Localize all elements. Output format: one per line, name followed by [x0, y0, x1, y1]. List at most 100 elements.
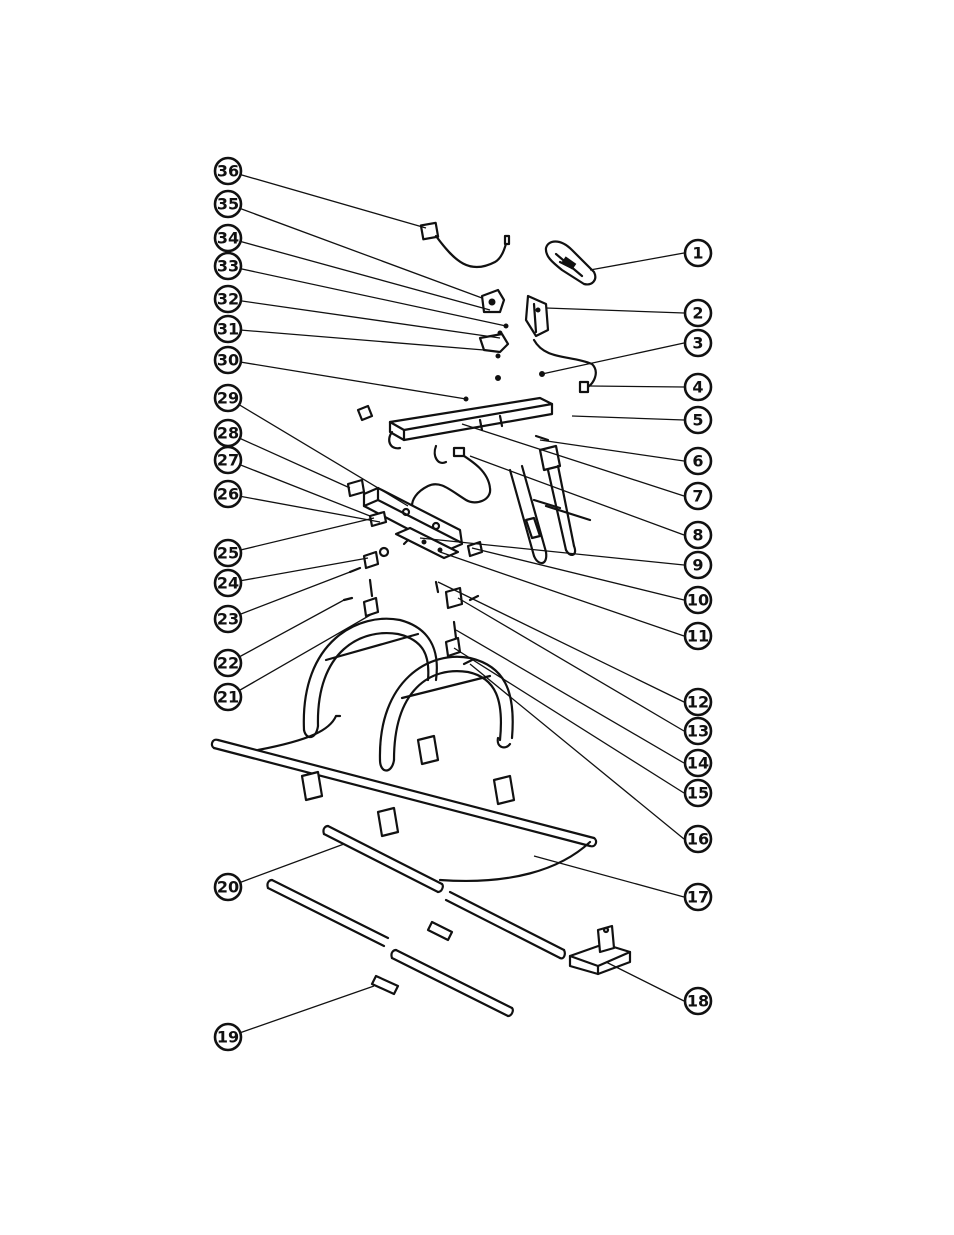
callout-label: 24: [217, 574, 239, 593]
callout-18: 18: [685, 988, 711, 1014]
leader-19: [228, 986, 374, 1037]
leader-29: [228, 398, 408, 506]
callout-label: 8: [692, 526, 703, 545]
curved-arches: [304, 619, 513, 771]
callout-11: 11: [685, 623, 711, 649]
leader-6: [540, 440, 684, 461]
callout-30: 30: [215, 347, 241, 373]
leader-8: [470, 456, 684, 535]
callout-35: 35: [215, 191, 241, 217]
display-console: [546, 242, 595, 285]
callout-label: 29: [217, 389, 239, 408]
leader-15: [454, 648, 684, 793]
leader-14: [456, 630, 684, 763]
callout-label: 5: [692, 411, 703, 430]
crossbar-clip: [358, 406, 372, 420]
callout-33: 33: [215, 253, 241, 279]
leader-3: [542, 343, 684, 374]
callout-10: 10: [685, 587, 711, 613]
leader-26: [228, 494, 380, 522]
callout-12: 12: [685, 689, 711, 715]
callout-22: 22: [215, 650, 241, 676]
power-adapter: [421, 223, 509, 267]
callout-label: 33: [217, 257, 239, 276]
callout-3: 3: [685, 330, 711, 356]
leader-18: [606, 962, 684, 1001]
callout-label: 2: [692, 304, 703, 323]
parts: [212, 223, 630, 1016]
leader-22: [228, 600, 344, 663]
frame-tubes: [267, 826, 564, 1016]
callout-label: 17: [687, 888, 709, 907]
callout-label: 26: [217, 485, 239, 504]
console-mount: [526, 296, 548, 336]
leader-33: [228, 266, 506, 326]
seat-fabric: [212, 716, 596, 881]
callout-21: 21: [215, 684, 241, 710]
callout-label: 18: [687, 992, 709, 1011]
leader-30: [228, 360, 466, 399]
callout-36: 36: [215, 158, 241, 184]
leader-31: [228, 329, 484, 350]
callout-label: 30: [217, 351, 239, 370]
callout-label: 31: [217, 320, 239, 339]
callout-label: 6: [692, 452, 703, 471]
callout-label: 9: [692, 556, 703, 575]
callout-6: 6: [685, 448, 711, 474]
callout-label: 19: [217, 1028, 239, 1047]
leader-35: [228, 204, 482, 298]
leader-17: [534, 856, 684, 897]
small-screws: [464, 324, 545, 401]
leader-25: [228, 518, 374, 553]
leader-16: [470, 664, 684, 839]
callout-13: 13: [685, 718, 711, 744]
callout-5: 5: [685, 407, 711, 433]
leader-11: [440, 552, 684, 636]
callout-label: 1: [692, 244, 703, 263]
leader-20: [228, 844, 344, 887]
sensor-cable: [534, 340, 596, 392]
callout-label: 20: [217, 878, 239, 897]
callout-23: 23: [215, 606, 241, 632]
callout-label: 27: [217, 451, 239, 470]
callout-label: 16: [687, 830, 709, 849]
tension-cable: [412, 448, 490, 506]
callout-label: 34: [217, 229, 239, 248]
leader-36: [228, 171, 426, 228]
callout-32: 32: [215, 286, 241, 312]
callout-27: 27: [215, 447, 241, 473]
callout-label: 10: [687, 591, 709, 610]
callout-20: 20: [215, 874, 241, 900]
callout-label: 3: [692, 334, 703, 353]
leader-23: [228, 572, 350, 619]
callout-label: 23: [217, 610, 239, 629]
leader-1: [590, 253, 684, 270]
leader-4: [590, 386, 684, 387]
callout-1: 1: [685, 240, 711, 266]
leader-21: [228, 614, 372, 697]
leader-9: [420, 538, 684, 565]
callout-9: 9: [685, 552, 711, 578]
callout-label: 12: [687, 693, 709, 712]
callout-label: 4: [692, 378, 703, 397]
callout-label: 32: [217, 290, 239, 309]
callout-label: 22: [217, 654, 239, 673]
callout-15: 15: [685, 780, 711, 806]
callout-14: 14: [685, 750, 711, 776]
callout-17: 17: [685, 884, 711, 910]
callout-16: 16: [685, 826, 711, 852]
callout-label: 36: [217, 162, 239, 181]
callout-label: 15: [687, 784, 709, 803]
callout-26: 26: [215, 481, 241, 507]
leader-5: [572, 416, 684, 420]
callout-label: 11: [687, 627, 709, 646]
callout-29: 29: [215, 385, 241, 411]
callout-label: 7: [692, 487, 703, 506]
leader-2: [546, 308, 684, 313]
callout-label: 14: [687, 754, 709, 773]
callout-31: 31: [215, 316, 241, 342]
callout-4: 4: [685, 374, 711, 400]
callout-label: 25: [217, 544, 239, 563]
callout-19: 19: [215, 1024, 241, 1050]
